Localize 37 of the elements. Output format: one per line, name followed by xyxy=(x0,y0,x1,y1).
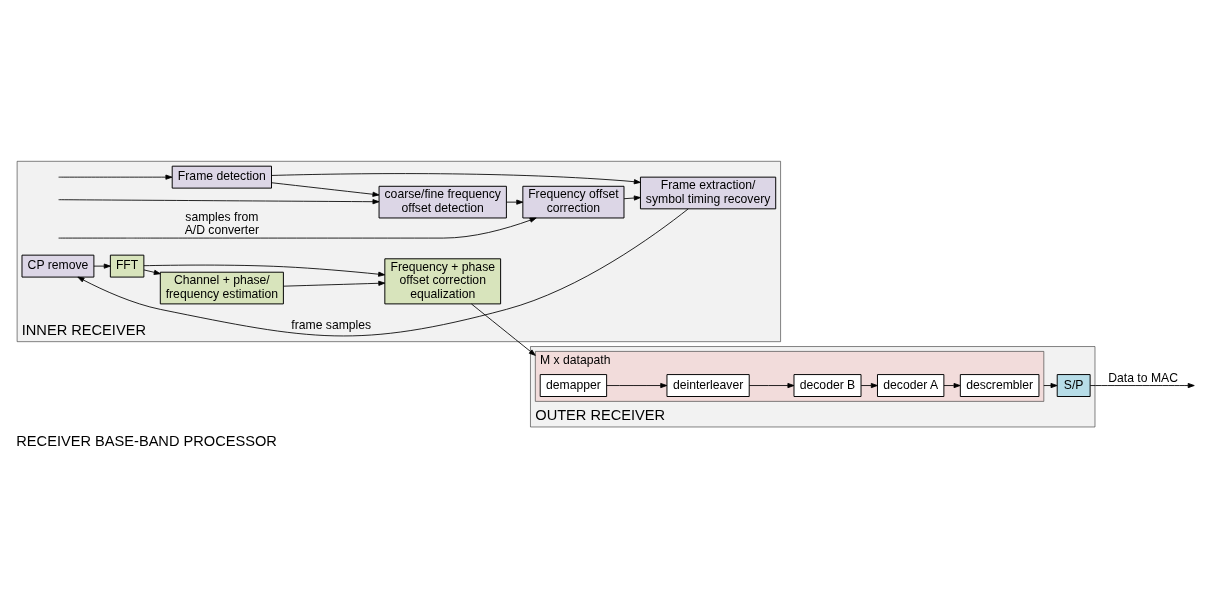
arrow xyxy=(143,269,161,275)
arrow xyxy=(943,383,961,389)
arrow xyxy=(93,263,111,269)
arrow xyxy=(58,199,380,205)
arrow xyxy=(1043,383,1058,389)
node-box: Frequency offset correction xyxy=(522,185,625,219)
arrow xyxy=(283,280,386,287)
arrow xyxy=(1089,383,1195,389)
arrow xyxy=(58,174,173,180)
node-box: descrembler xyxy=(959,374,1040,397)
node-box: decoder A xyxy=(877,374,945,397)
arrow xyxy=(623,195,641,201)
caption: RECEIVER BASE-BAND PROCESSOR xyxy=(16,432,277,449)
arrow xyxy=(271,173,641,185)
node-box: decoder B xyxy=(793,374,862,397)
arrow xyxy=(860,383,878,389)
node-box: Channel + phase/ frequency estimation xyxy=(159,271,284,305)
arrow xyxy=(606,383,668,389)
edge-label: samples from A/D converter xyxy=(184,210,260,238)
arrow xyxy=(77,208,689,337)
arrow xyxy=(143,264,386,277)
node-box: Frame detection xyxy=(171,165,272,189)
arrow xyxy=(471,303,536,356)
node-box: coarse/fine frequency offset detection xyxy=(378,185,507,219)
node-box: Frame extraction/ symbol timing recovery xyxy=(639,176,777,210)
node-box: deinterleaver xyxy=(666,374,750,397)
node-box: S/P xyxy=(1056,374,1091,397)
arrow xyxy=(506,199,524,205)
arrow xyxy=(271,182,380,197)
edge-label: frame samples xyxy=(291,318,372,333)
node-box: CP remove xyxy=(21,254,95,278)
node-box: FFT xyxy=(109,254,145,278)
edge-label: Data to MAC xyxy=(1108,370,1178,385)
node-box: demapper xyxy=(539,374,608,397)
arrow xyxy=(748,383,795,389)
arrow xyxy=(58,217,537,239)
node-box: Frequency + phase offset correction equalization xyxy=(384,258,502,305)
